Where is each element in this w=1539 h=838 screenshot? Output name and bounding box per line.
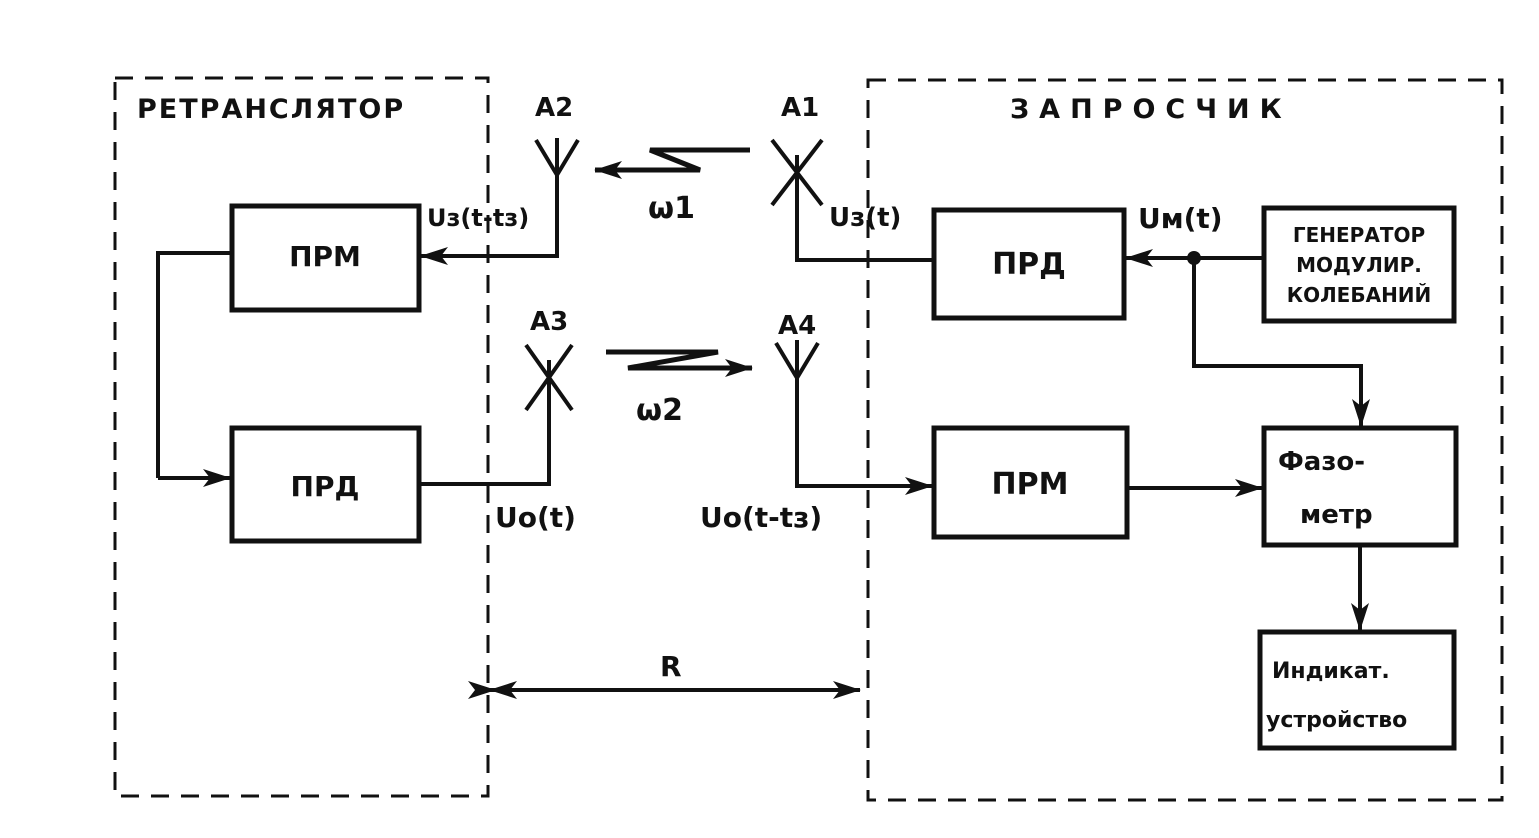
phasemeter-label-2: метр	[1300, 500, 1373, 530]
antenna-a1-label: A1	[781, 93, 819, 123]
phasemeter-box	[1261, 425, 1459, 548]
relay-receiver-label: ПРМ	[289, 240, 361, 273]
generator-label-1: ГЕНЕРАТОР	[1293, 223, 1425, 247]
generator-box	[1261, 205, 1457, 324]
a4-to-receiver-wire	[795, 378, 933, 495]
antenna-a1-icon	[770, 138, 824, 207]
interrogator-frame	[866, 78, 1504, 802]
relay-loop-wire	[156, 251, 232, 478]
indicator-label-2: устройство	[1266, 708, 1407, 733]
distance-label: R	[660, 650, 682, 683]
frequency-w2-label: ω2	[636, 393, 683, 428]
antenna-a3-label: A3	[530, 307, 568, 337]
radio-link-w2-icon	[606, 349, 753, 377]
generator-label-3: КОЛЕБАНИЙ	[1287, 283, 1432, 307]
interrogator-signal-out-label: Uз(t)	[829, 203, 901, 233]
relay-title: РЕТРАНСЛЯТОР	[137, 94, 405, 125]
interrogator-title: ЗАПРОСЧИК	[1010, 94, 1292, 125]
interrogator-signal-in-label: Uо(t-tз)	[700, 501, 822, 534]
a2-to-receiver-wire	[420, 175, 559, 265]
relay-signal-in-label: Uз(t-tз)	[427, 204, 529, 232]
transmitter-to-a1-wire	[795, 182, 934, 262]
relay-signal-out-label: Uо(t)	[495, 501, 576, 534]
frequency-w1-label: ω1	[648, 191, 695, 226]
radio-link-w1-icon	[594, 147, 750, 179]
indicator-box	[1257, 629, 1457, 751]
indicator-label-1: Индикат.	[1272, 659, 1390, 684]
antenna-a2-icon	[534, 138, 580, 179]
antenna-a3-icon	[524, 343, 574, 412]
phasemeter-label-1: Фазо-	[1278, 447, 1365, 477]
relay-transmitter-label: ПРД	[291, 470, 360, 503]
interrogator-transmitter-label: ПРД	[992, 247, 1066, 282]
interrogator-signal-mod-label: Uм(t)	[1138, 202, 1223, 235]
antenna-a2-label: A2	[535, 93, 573, 123]
interrogator-receiver-box	[931, 425, 1130, 540]
interrogator-transmitter-box	[931, 207, 1127, 321]
interrogator-receiver-label: ПРМ	[992, 467, 1069, 502]
generator-to-phasemeter-wire	[1192, 258, 1370, 427]
transmitter-to-a3-wire	[419, 390, 551, 486]
relay-receiver-box	[229, 203, 422, 313]
antenna-a4-icon	[774, 340, 820, 382]
antenna-a4-label: A4	[778, 311, 816, 341]
relay-frame	[113, 76, 490, 798]
generator-label-2: МОДУЛИР.	[1296, 253, 1422, 277]
